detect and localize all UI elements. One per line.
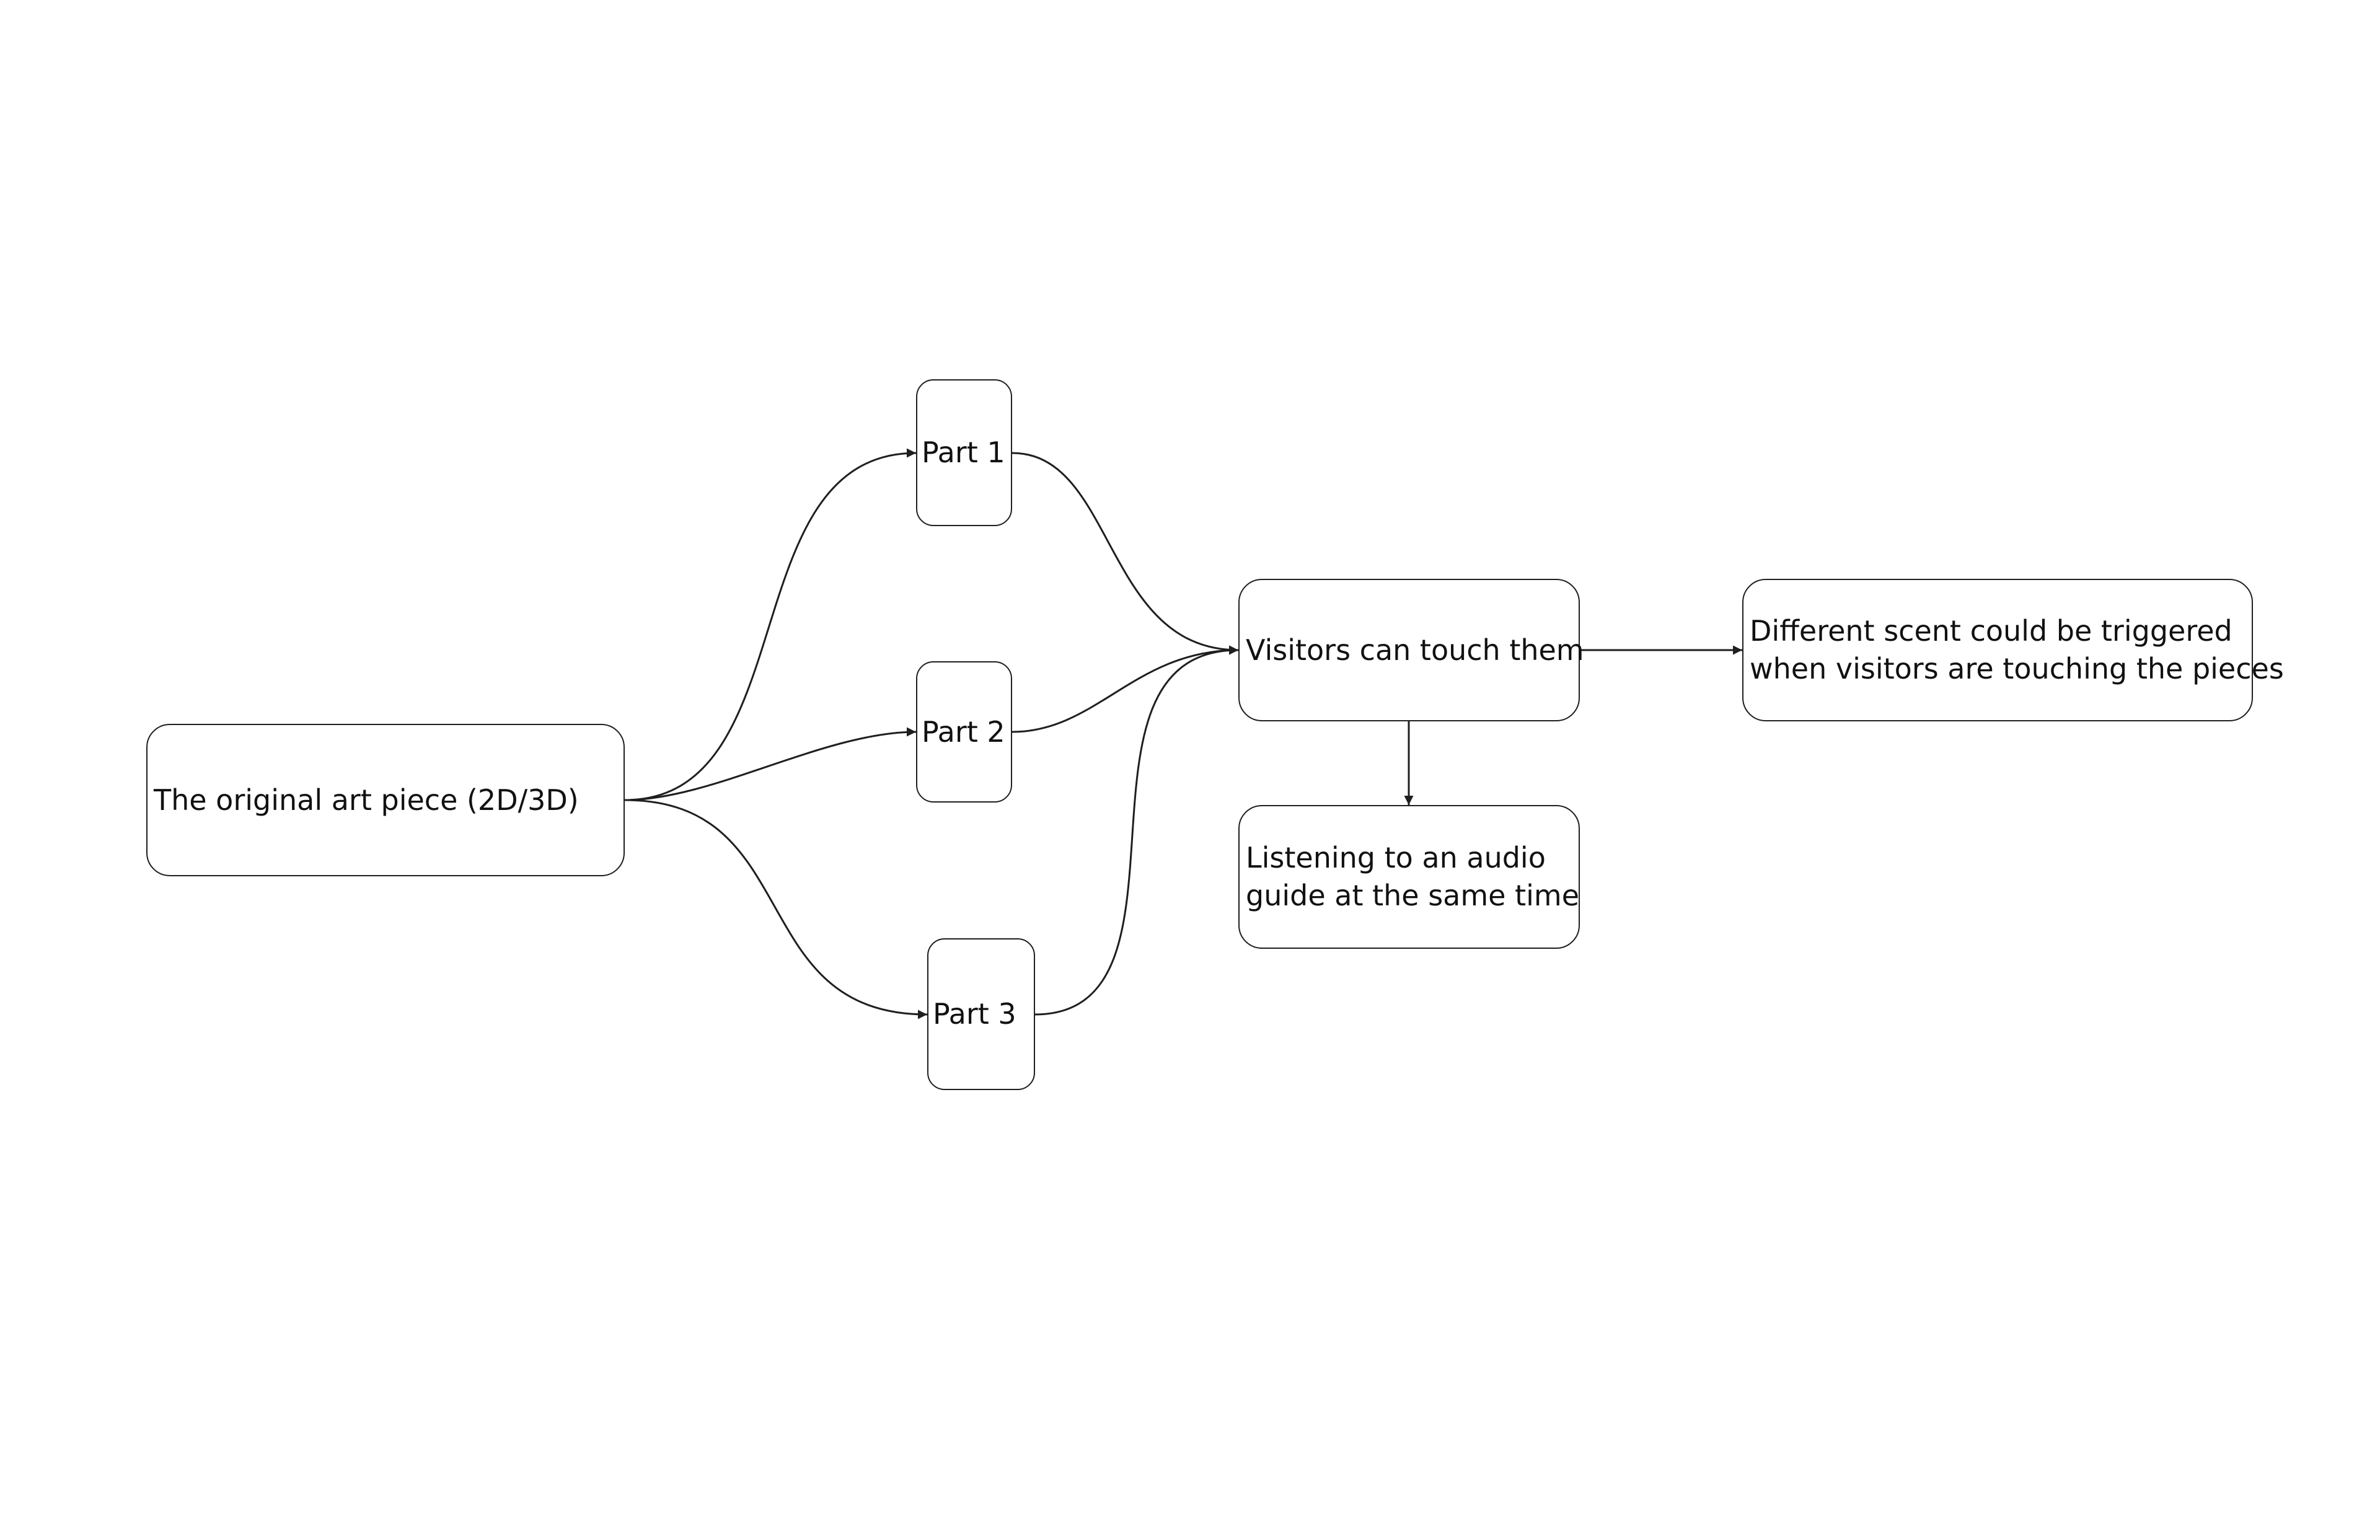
node-visitors-touch-label: Visitors can touch them [1246, 633, 1584, 667]
node-audio-guide: Listening to an audio guide at the same … [1238, 805, 1580, 949]
node-audio-guide-text: Listening to an audio guide at the same … [1246, 839, 1579, 915]
node-original-art-piece: The original art piece (2D/3D) [146, 724, 625, 876]
edge-part3-to-touch [1034, 645, 1239, 1016]
node-scent-triggered: Different scent could be triggered when … [1742, 579, 2284, 721]
node-part-3-label: Part 3 [933, 997, 1016, 1031]
node-visitors-touch: Visitors can touch them [1238, 579, 1584, 721]
node-part-2-label: Part 2 [922, 715, 1005, 749]
node-audio-guide-line-2: guide at the same time [1246, 879, 1580, 912]
edge-original-to-part2 [624, 727, 917, 801]
node-part-2: Part 2 [916, 661, 1012, 803]
node-part-1-label: Part 1 [922, 436, 1005, 469]
node-part-3: Part 3 [927, 938, 1035, 1090]
node-original-art-piece-label: The original art piece (2D/3D) [154, 783, 579, 817]
node-part-1: Part 1 [916, 379, 1012, 526]
edge-original-to-part1 [624, 448, 917, 801]
node-scent-triggered-text: Different scent could be triggered when … [1750, 612, 2284, 688]
node-scent-triggered-line-1: Different scent could be triggered [1750, 614, 2232, 648]
edge-original-to-part3 [624, 799, 928, 1019]
edge-part2-to-touch [1011, 645, 1239, 733]
node-audio-guide-line-1: Listening to an audio [1246, 841, 1546, 874]
edge-part1-to-touch [1011, 452, 1239, 655]
node-scent-triggered-line-2: when visitors are touching the pieces [1750, 652, 2284, 685]
